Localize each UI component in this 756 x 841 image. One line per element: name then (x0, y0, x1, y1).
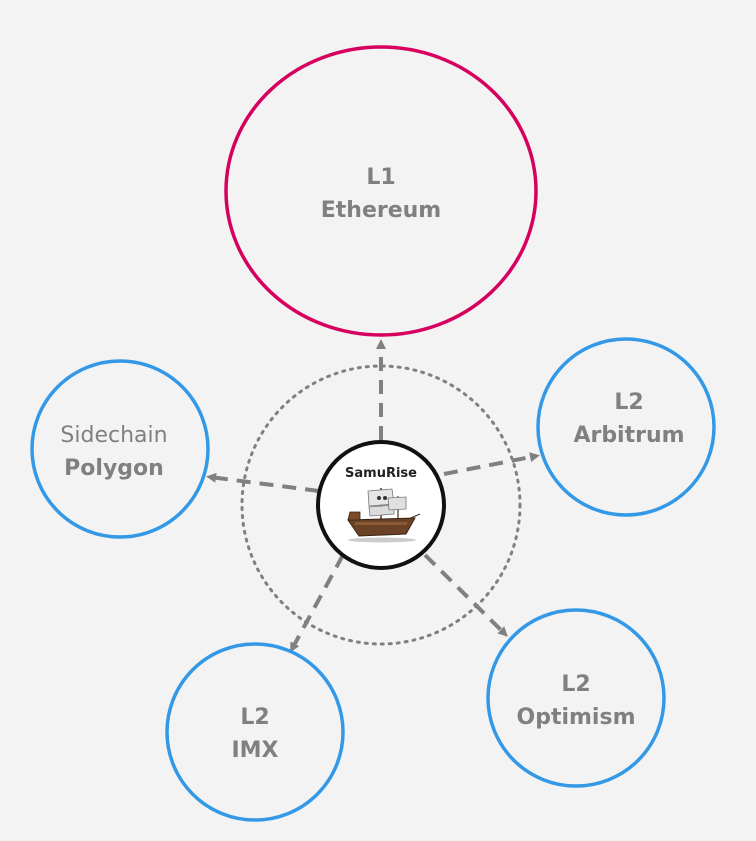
arbitrum-layer-label: L2 (614, 390, 643, 415)
hub-title: SamuRise (345, 466, 417, 481)
node-optimism: L2 Optimism (486, 608, 666, 788)
imx-layer-label: L2 (240, 705, 269, 730)
arrow-to-arbitrum (443, 452, 540, 476)
ship-illustration-icon (347, 488, 421, 543)
ethereum-name-label: Ethereum (321, 198, 441, 223)
ethereum-layer-label: L1 (366, 165, 395, 190)
polygon-ring (30, 359, 210, 539)
optimism-name-label: Optimism (517, 705, 636, 730)
node-imx: L2 IMX (165, 642, 345, 822)
imx-ring (165, 642, 345, 822)
arrow-to-polygon (206, 472, 320, 493)
node-arbitrum: L2 Arbitrum (536, 337, 716, 517)
arbitrum-name-label: Arbitrum (573, 423, 684, 448)
imx-name-label: IMX (231, 738, 278, 763)
ethereum-ring (224, 45, 538, 337)
connection-arrows (206, 339, 540, 653)
node-polygon: Sidechain Polygon (30, 359, 210, 539)
arrow-to-optimism (423, 553, 508, 637)
polygon-layer-label: Sidechain (60, 423, 167, 448)
optimism-layer-label: L2 (561, 672, 590, 697)
polygon-name-label: Polygon (64, 456, 164, 481)
node-samurise-hub: SamuRise (316, 440, 446, 570)
node-ethereum: L1 Ethereum (224, 45, 538, 337)
optimism-ring (486, 608, 666, 788)
arbitrum-ring (536, 337, 716, 517)
arrow-to-imx (290, 554, 345, 653)
